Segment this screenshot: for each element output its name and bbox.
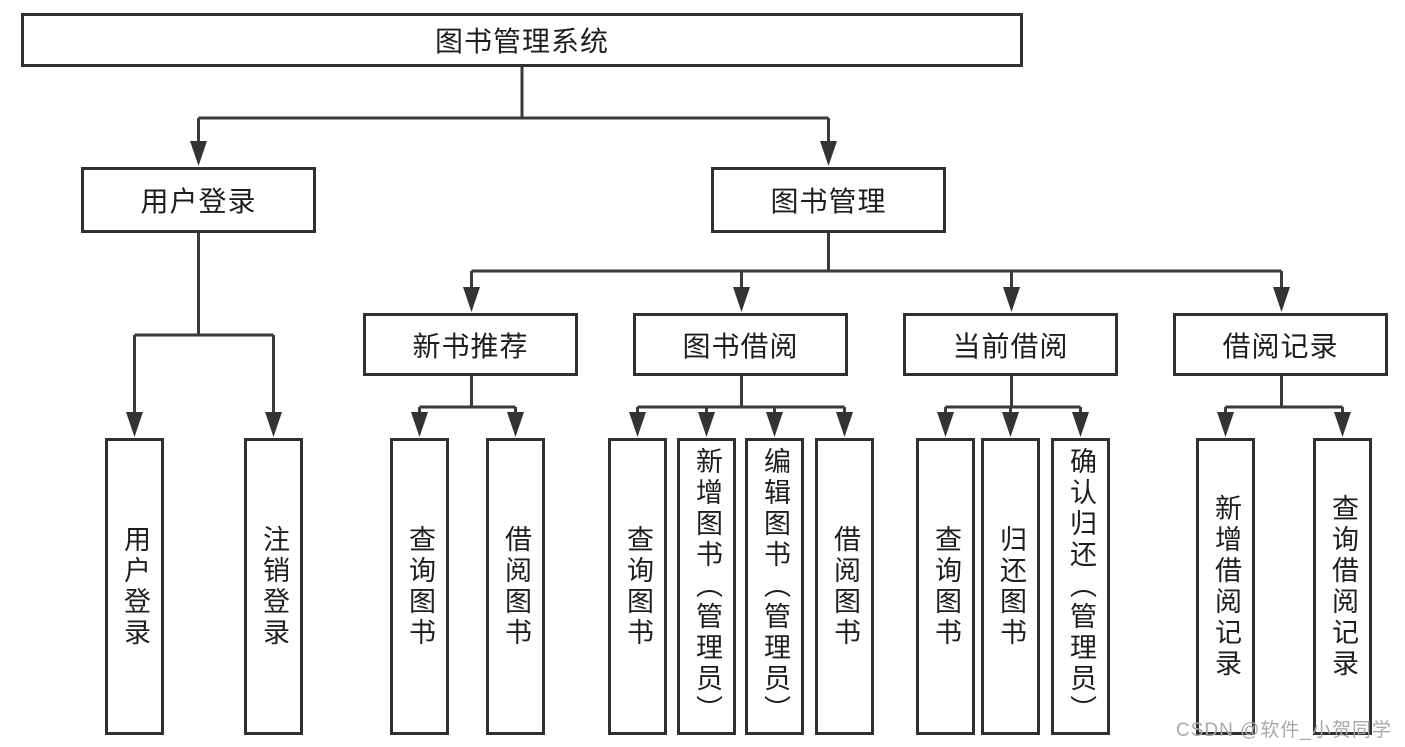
- leaf-query-book-current: 查询图书: [916, 438, 975, 735]
- leaf-user-login: 用户登录: [105, 438, 164, 735]
- node-new-book-recommend: 新书推荐: [363, 313, 578, 376]
- node-book-management: 图书管理: [711, 167, 946, 233]
- leaf-add-borrow-record: 新增借阅记录: [1196, 438, 1255, 735]
- leaf-confirm-return-admin: 确认归还（管理员）: [1051, 438, 1110, 735]
- node-borrow-record: 借阅记录: [1173, 313, 1388, 376]
- node-current-borrow: 当前借阅: [903, 313, 1118, 376]
- node-book-borrow: 图书借阅: [633, 313, 848, 376]
- leaf-return-book: 归还图书: [981, 438, 1040, 735]
- leaf-borrow-book-recommend: 借阅图书: [486, 438, 545, 735]
- node-root: 图书管理系统: [21, 13, 1023, 67]
- leaf-query-borrow-record: 查询借阅记录: [1313, 438, 1372, 735]
- node-user-login: 用户登录: [81, 167, 316, 233]
- leaf-edit-book-admin: 编辑图书（管理员）: [745, 438, 804, 735]
- leaf-query-book-recommend: 查询图书: [390, 438, 449, 735]
- leaf-query-book-borrow: 查询图书: [608, 438, 667, 735]
- leaf-borrow-book: 借阅图书: [815, 438, 874, 735]
- csdn-watermark: CSDN @软件_小贺同学: [1176, 720, 1392, 741]
- leaf-logout: 注销登录: [244, 438, 303, 735]
- leaf-add-book-admin: 新增图书（管理员）: [677, 438, 736, 735]
